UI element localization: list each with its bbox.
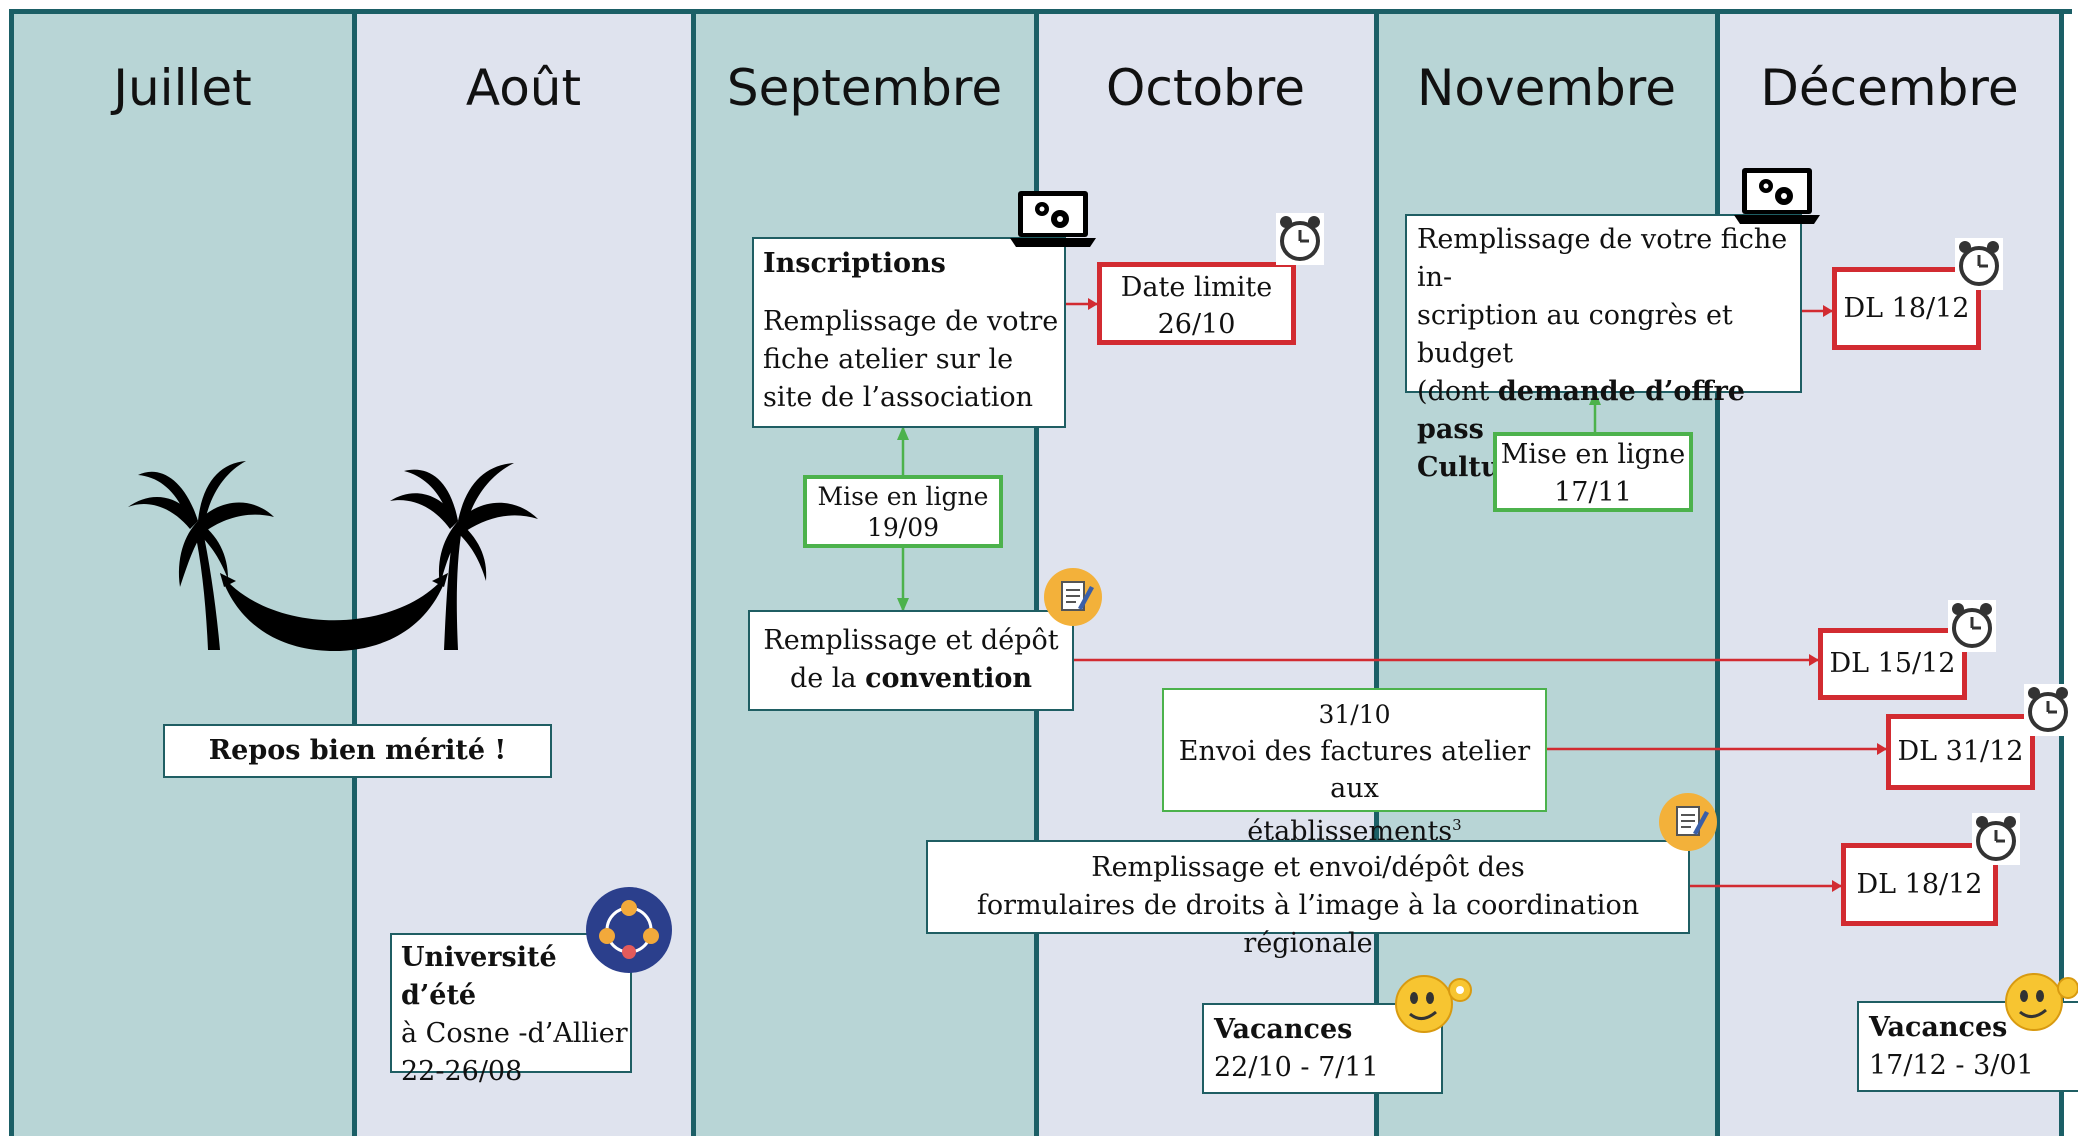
laptop-settings-icon	[1010, 191, 1096, 247]
mise-en-ligne-sep-box: Mise en ligne 19/09	[803, 475, 1003, 548]
droits-image-line2: formulaires de droits à l’image à la coo…	[976, 890, 1640, 959]
mise-en-ligne-nov-box: Mise en ligne 17/11	[1493, 432, 1693, 512]
laptop-settings-icon	[1734, 168, 1820, 224]
convention-line2: de la	[789, 663, 866, 694]
universite-title: Université d’été	[401, 942, 557, 1011]
network-people-icon	[586, 887, 672, 973]
dl-convention-box: DL 15/12	[1818, 628, 1967, 700]
mise-en-ligne-label: Mise en ligne	[1500, 439, 1686, 470]
universite-box: Université d’été à Cosne -d’Allier 22-26…	[390, 933, 632, 1087]
vacances-dates: 22/10 - 7/11	[1214, 1052, 1379, 1083]
inscriptions-body: Remplissage de votre fiche atelier sur l…	[763, 306, 1059, 413]
vacances-title: Vacances	[1214, 1014, 1353, 1045]
repos-box: Repos bien mérité !	[163, 724, 552, 778]
alarm-clock-icon	[1276, 213, 1324, 265]
month-label: Décembre	[1760, 59, 2019, 117]
date-limite-box: Date limite 26/10	[1097, 262, 1296, 345]
alarm-clock-icon	[1955, 238, 2003, 290]
dl-convention-label: DL 15/12	[1829, 648, 1956, 679]
month-label: Juillet	[113, 59, 252, 117]
alarm-clock-icon	[1972, 813, 2020, 865]
notepad-pencil-icon	[1044, 568, 1102, 626]
congres-line3-bold: demande d’offre pass	[1417, 376, 1745, 445]
column-divider	[2059, 11, 2064, 1136]
dl-congres-label: DL 18/12	[1843, 293, 1970, 324]
top-border	[9, 9, 2072, 14]
convention-box: Remplissage et dépôt de la convention	[748, 610, 1074, 711]
droits-image-box: Remplissage et envoi/dépôt des formulair…	[926, 840, 1690, 959]
dl-droits-image-box: DL 18/12	[1841, 843, 1998, 926]
hammock-palm-trees-icon	[128, 461, 538, 651]
column-octobre: Octobre	[1035, 11, 1376, 1136]
dl-droits-image-label: DL 18/12	[1856, 869, 1983, 900]
column-divider	[1374, 11, 1379, 1136]
month-label: Août	[465, 59, 582, 117]
column-divider	[1715, 11, 1720, 1136]
mise-en-ligne-date: 19/09	[866, 513, 940, 542]
inscriptions-title: Inscriptions	[763, 248, 946, 279]
dl-factures-box: DL 31/12	[1886, 714, 2035, 790]
factures-box: 31/10 Envoi des factures atelier aux éta…	[1162, 688, 1547, 847]
month-label: Octobre	[1106, 59, 1305, 117]
date-limite-label: Date limite	[1120, 272, 1273, 303]
column-divider	[691, 11, 696, 1136]
mise-en-ligne-date: 17/11	[1554, 477, 1632, 508]
mise-en-ligne-label: Mise en ligne	[817, 482, 989, 511]
factures-date: 31/10	[1318, 700, 1391, 729]
smiley-ok-icon	[2005, 973, 2078, 1031]
vacances-noel-box: Vacances 17/12 - 3/01	[1857, 1001, 2078, 1092]
alarm-clock-icon	[2024, 684, 2072, 736]
dl-factures-label: DL 31/12	[1897, 736, 2024, 767]
convention-line1: Remplissage et dépôt	[763, 625, 1059, 656]
month-label: Septembre	[726, 59, 1003, 117]
column-divider	[9, 11, 14, 1136]
column-septembre: Septembre	[694, 11, 1035, 1136]
column-divider	[352, 11, 357, 1136]
column-novembre: Novembre	[1376, 11, 1717, 1136]
convention-bold: convention	[865, 663, 1033, 694]
universite-place: à Cosne -d’Allier	[401, 1018, 628, 1049]
vacances-dates: 17/12 - 3/01	[1869, 1050, 2034, 1081]
universite-dates: 22-26/08	[401, 1056, 523, 1087]
repos-label: Repos bien mérité !	[208, 735, 507, 766]
factures-line1: Envoi des factures atelier aux	[1178, 736, 1531, 804]
congres-box: Remplissage de votre fiche in- scription…	[1405, 214, 1802, 483]
congres-line1: Remplissage de votre fiche in-	[1417, 224, 1788, 293]
droits-image-line1: Remplissage et envoi/dépôt des	[1091, 852, 1525, 883]
month-label: Novembre	[1416, 59, 1676, 117]
congres-line2: scription au congrès et budget	[1417, 300, 1733, 369]
notepad-pencil-icon	[1659, 793, 1717, 851]
inscriptions-box: Inscriptions Remplissage de votre fiche …	[752, 237, 1066, 428]
alarm-clock-icon	[1948, 600, 1996, 652]
date-limite-date: 26/10	[1157, 309, 1236, 340]
vacances-title: Vacances	[1869, 1012, 2008, 1043]
smiley-ok-icon	[1395, 975, 1472, 1033]
congres-line3: (dont	[1417, 376, 1498, 407]
factures-footnote: 3	[1452, 816, 1462, 834]
column-divider	[1034, 11, 1039, 1136]
